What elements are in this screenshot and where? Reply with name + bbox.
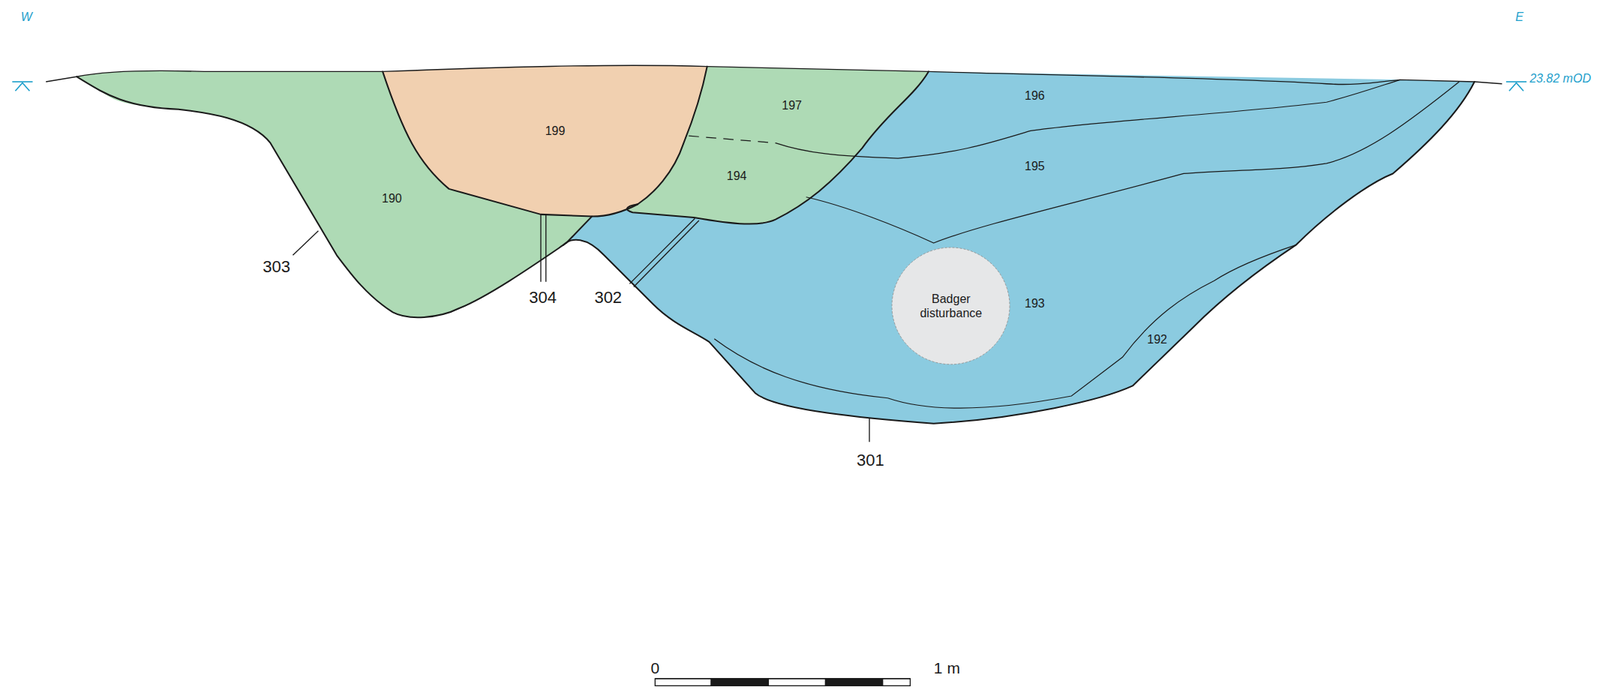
- callout-number: 301: [856, 450, 885, 469]
- cut-fill: [382, 65, 708, 217]
- cut-outline: [76, 66, 1475, 424]
- scale-label: 0: [650, 659, 660, 677]
- context-number: 190: [381, 192, 403, 206]
- context-number: 196: [1024, 89, 1045, 103]
- datum-marker: [12, 81, 1527, 91]
- scale-bar: [654, 678, 910, 687]
- callout-number: 303: [262, 258, 291, 277]
- disturbance-shape: [891, 247, 1010, 365]
- context-number: 194: [726, 170, 748, 184]
- callout-number: 304: [528, 288, 557, 307]
- disturbance-outline: [891, 246, 1011, 366]
- context-number: 192: [1146, 333, 1168, 347]
- ground-surface: [45, 65, 1502, 85]
- context-number: 197: [781, 99, 802, 114]
- area-label: Badger disturbance: [913, 291, 989, 321]
- context-number: 199: [545, 125, 566, 139]
- direction-label: W: [21, 10, 33, 25]
- context-number: 193: [1024, 297, 1045, 312]
- context-number: 195: [1024, 159, 1045, 174]
- datum-level: 23.82 mOD: [1529, 72, 1591, 86]
- scale-label: 1 m: [933, 659, 961, 677]
- callout-number: 302: [594, 288, 622, 307]
- direction-label: E: [1515, 10, 1524, 25]
- disturbance-area: Badger disturbance: [891, 246, 1011, 366]
- layer-boundary: [688, 79, 1459, 409]
- leader-line: [292, 214, 870, 442]
